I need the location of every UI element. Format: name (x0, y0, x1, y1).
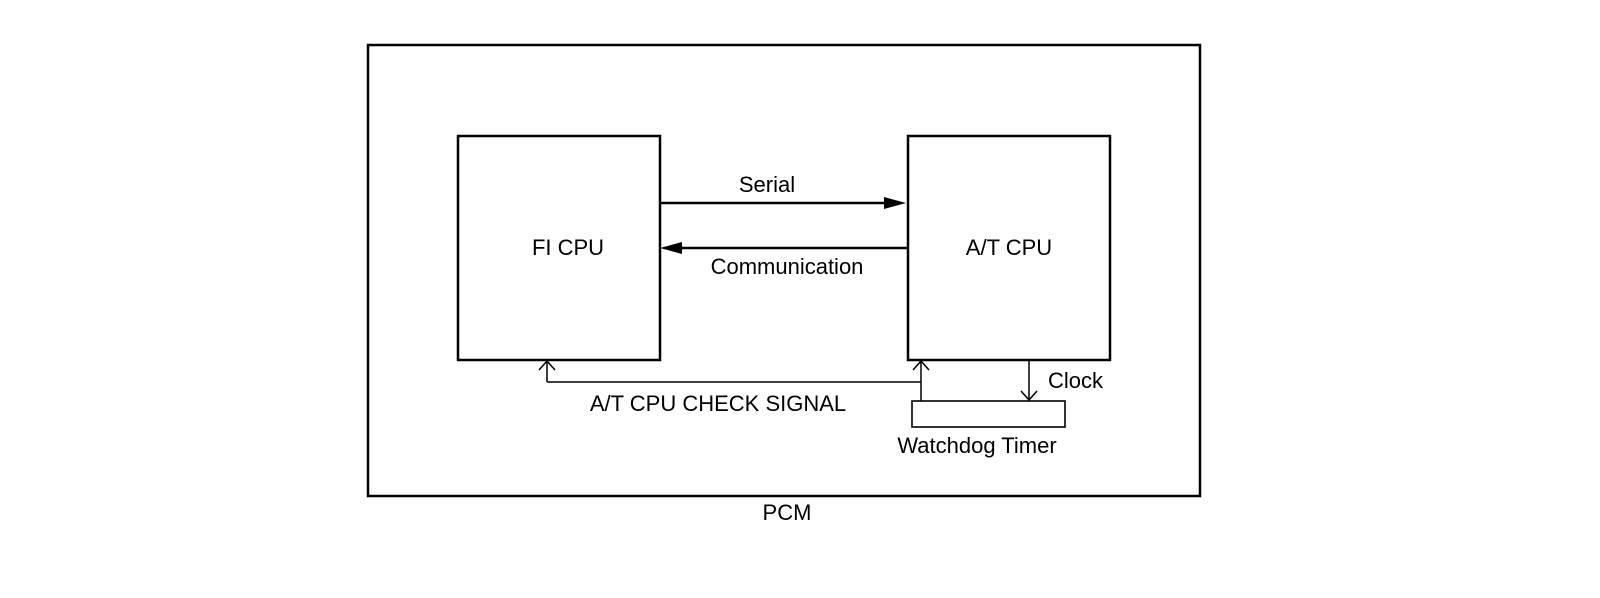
fi-cpu-label: FI CPU (532, 235, 604, 260)
watchdog-timer-block (911, 400, 1066, 428)
watchdog-timer-label: Watchdog Timer (897, 433, 1056, 458)
clock-label: Clock (1048, 368, 1104, 393)
serial-arrow (660, 197, 906, 209)
serial-label: Serial (739, 172, 795, 197)
at-cpu-label: A/T CPU (966, 235, 1052, 260)
fi-cpu-block (456, 134, 662, 362)
at-cpu-block (906, 134, 1112, 362)
communication-arrow (660, 242, 908, 254)
check-signal-label: A/T CPU CHECK SIGNAL (590, 391, 846, 416)
check-signal-line (538, 359, 930, 401)
clock-arrow (1020, 360, 1038, 402)
pcm-label: PCM (763, 500, 812, 525)
communication-label: Communication (711, 254, 864, 279)
